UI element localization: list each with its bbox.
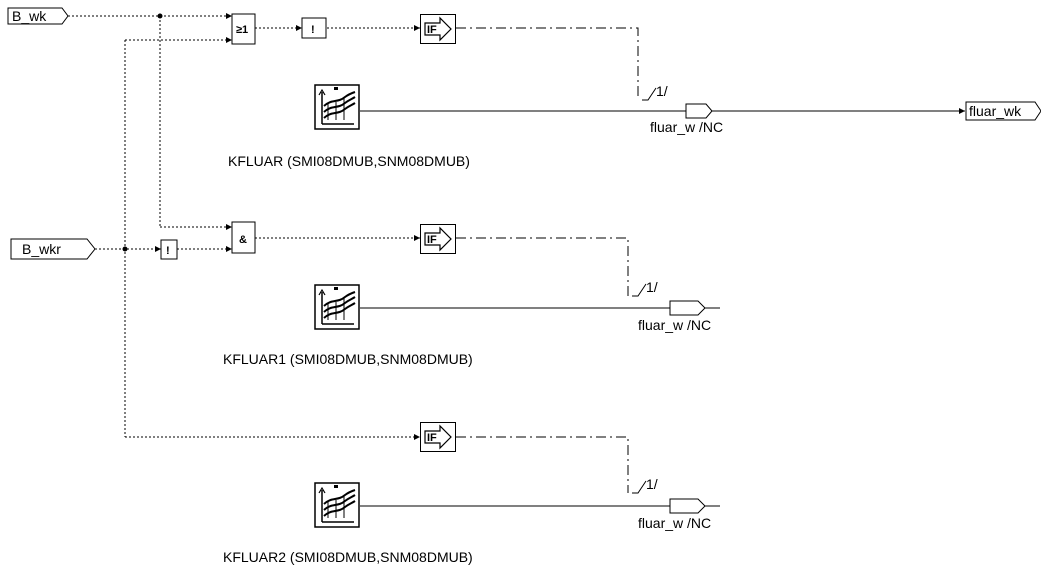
map-output-label: fluar_w /NC xyxy=(638,317,711,333)
output-port-fluar-wk[interactable]: fluar_wk xyxy=(965,101,1041,121)
not-gate-bwkr-label: ! xyxy=(166,245,170,257)
selector-index-label: 1/ xyxy=(646,279,658,295)
input-port-b-wkr[interactable]: B_wkr xyxy=(10,238,96,260)
not-gate-bwkr[interactable]: ! xyxy=(160,239,178,260)
selector-3: 1/ xyxy=(632,476,658,494)
message-block-3[interactable] xyxy=(669,498,706,514)
and-gate-label: & xyxy=(239,234,247,246)
characteristic-map-icon[interactable] xyxy=(314,482,360,528)
input-label-b-wkr: B_wkr xyxy=(22,241,61,257)
selector-index-label: 1/ xyxy=(646,476,658,492)
map-name-label: KFLUAR2 (SMI08DMUB,SNM08DMUB) xyxy=(223,549,473,565)
map-output-label: fluar_w /NC xyxy=(638,515,711,531)
input-port-b-wk[interactable]: B_wk xyxy=(7,7,69,25)
map-name-label: KFLUAR1 (SMI08DMUB,SNM08DMUB) xyxy=(223,351,473,367)
junction-dot xyxy=(122,246,128,252)
or-gate-label: ≥1 xyxy=(236,24,248,36)
selector-index-label: 1/ xyxy=(656,83,668,99)
selector-2: 1/ xyxy=(632,279,658,297)
not-gate-top[interactable]: ! xyxy=(301,17,327,39)
and-gate[interactable]: & xyxy=(231,221,256,254)
if-block-icon[interactable] xyxy=(420,224,456,254)
message-block-1[interactable] xyxy=(685,103,713,119)
control-lines xyxy=(456,27,639,493)
output-label-fluar-wk: fluar_wk xyxy=(969,103,1022,119)
selector-1: 1/ xyxy=(642,83,668,101)
map-name-label: KFLUAR (SMI08DMUB,SNM08DMUB) xyxy=(228,153,470,169)
characteristic-map-icon[interactable] xyxy=(314,284,360,330)
characteristic-map-icon[interactable] xyxy=(314,84,360,130)
or-gate[interactable]: ≥1 xyxy=(231,13,256,45)
if-block-icon[interactable] xyxy=(420,422,456,452)
message-block-2[interactable] xyxy=(669,300,706,316)
if-block-icon[interactable] xyxy=(420,14,456,44)
logic-wires xyxy=(68,13,420,440)
junction-dot xyxy=(157,13,163,19)
not-gate-top-label: ! xyxy=(311,24,315,36)
input-label-b-wk: B_wk xyxy=(12,8,47,24)
map-output-label: fluar_w /NC xyxy=(650,119,723,135)
